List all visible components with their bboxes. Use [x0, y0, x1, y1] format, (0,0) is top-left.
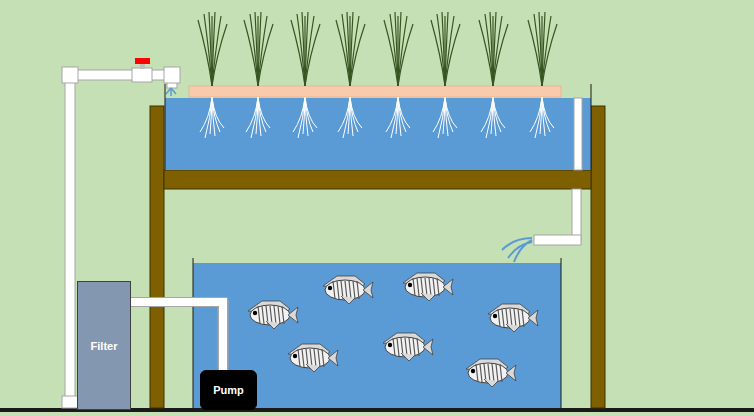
fish [248, 273, 538, 387]
pipe-connector [131, 302, 223, 370]
plant-roots [200, 97, 554, 138]
valve [135, 58, 150, 69]
pump-box: Pump [200, 370, 257, 410]
floating-raft [189, 86, 561, 97]
filter-box: Filter [77, 281, 131, 410]
node-label: Filter [91, 340, 118, 352]
drain-pipe [502, 98, 582, 262]
node-label: Pump [213, 384, 244, 396]
pipe-outline [131, 302, 223, 370]
grow-bed-water [165, 98, 591, 170]
plants [198, 12, 557, 86]
grow-bed-walls [165, 84, 591, 170]
